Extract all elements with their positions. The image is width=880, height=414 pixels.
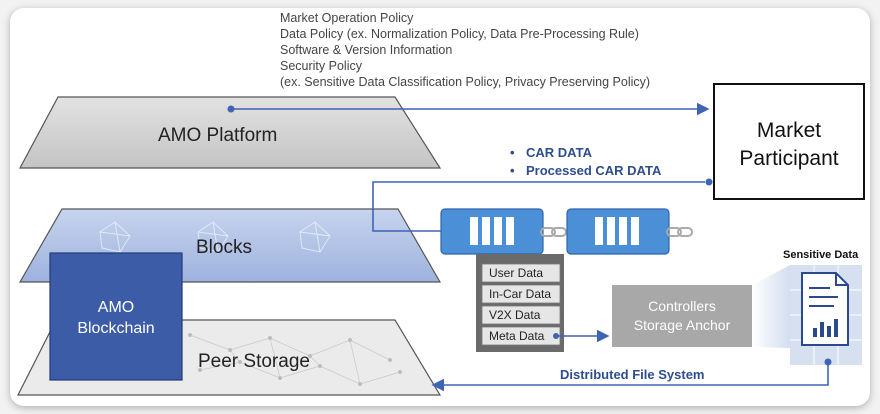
meta-data-arrow xyxy=(553,329,610,343)
chain-link-icon xyxy=(666,227,693,237)
market-participant-box: Market Participant xyxy=(713,83,865,200)
chain-link-icon xyxy=(540,227,567,237)
peer-storage-label: Peer Storage xyxy=(198,351,310,372)
policy-line: Security Policy xyxy=(280,59,363,73)
document-icon xyxy=(801,272,849,346)
market-participant-label: Participant xyxy=(739,147,838,170)
dfs-arrow: Distributed File System xyxy=(431,358,832,392)
blocks-label: Blocks xyxy=(196,237,252,258)
amo-blockchain-label: AMO xyxy=(98,299,134,316)
car-data-arrow xyxy=(372,178,713,238)
controllers-label: Controllers xyxy=(648,298,716,314)
bullet-icon: • xyxy=(510,163,515,178)
policy-text: Market Operation Policy Data Policy (ex.… xyxy=(280,11,650,89)
diagram-frame: Market Operation Policy Data Policy (ex.… xyxy=(10,8,870,406)
data-item: V2X Data xyxy=(489,308,541,322)
block xyxy=(566,208,670,255)
sensitive-data-label: Sensitive Data xyxy=(783,249,859,261)
sensitive-data-group: Sensitive Data xyxy=(752,249,862,365)
car-data-item: CAR DATA xyxy=(526,145,593,160)
data-item: In-Car Data xyxy=(489,287,551,301)
amo-blockchain-label: Blockchain xyxy=(77,320,154,337)
amo-platform-plane: AMO Platform xyxy=(18,96,442,169)
block xyxy=(440,208,544,255)
bar-chart-icon xyxy=(813,319,838,337)
block-data-panel: User Data In-Car Data V2X Data Meta Data xyxy=(476,254,564,352)
architecture-diagram: Market Operation Policy Data Policy (ex.… xyxy=(17,11,865,396)
car-data-list: • CAR DATA • Processed CAR DATA xyxy=(510,145,662,178)
policy-line: Market Operation Policy xyxy=(280,11,414,25)
car-data-item: Processed CAR DATA xyxy=(526,163,662,178)
dfs-label: Distributed File System xyxy=(560,367,704,382)
policy-line: (ex. Sensitive Data Classification Polic… xyxy=(280,75,650,89)
network-icon xyxy=(99,221,331,253)
block-chain xyxy=(440,208,693,255)
amo-platform-label: AMO Platform xyxy=(158,125,277,146)
bullet-icon: • xyxy=(510,145,515,160)
market-participant-label: Market xyxy=(757,119,821,142)
data-item: Meta Data xyxy=(489,329,545,343)
controllers-storage-anchor-box: Controllers Storage Anchor xyxy=(612,285,752,347)
controllers-label: Storage Anchor xyxy=(634,317,731,333)
policy-arrow xyxy=(227,102,710,116)
amo-blockchain-box: AMO Blockchain xyxy=(49,252,183,381)
policy-line: Software & Version Information xyxy=(280,43,452,57)
policy-line: Data Policy (ex. Normalization Policy, D… xyxy=(280,27,639,41)
data-item: User Data xyxy=(489,266,543,280)
